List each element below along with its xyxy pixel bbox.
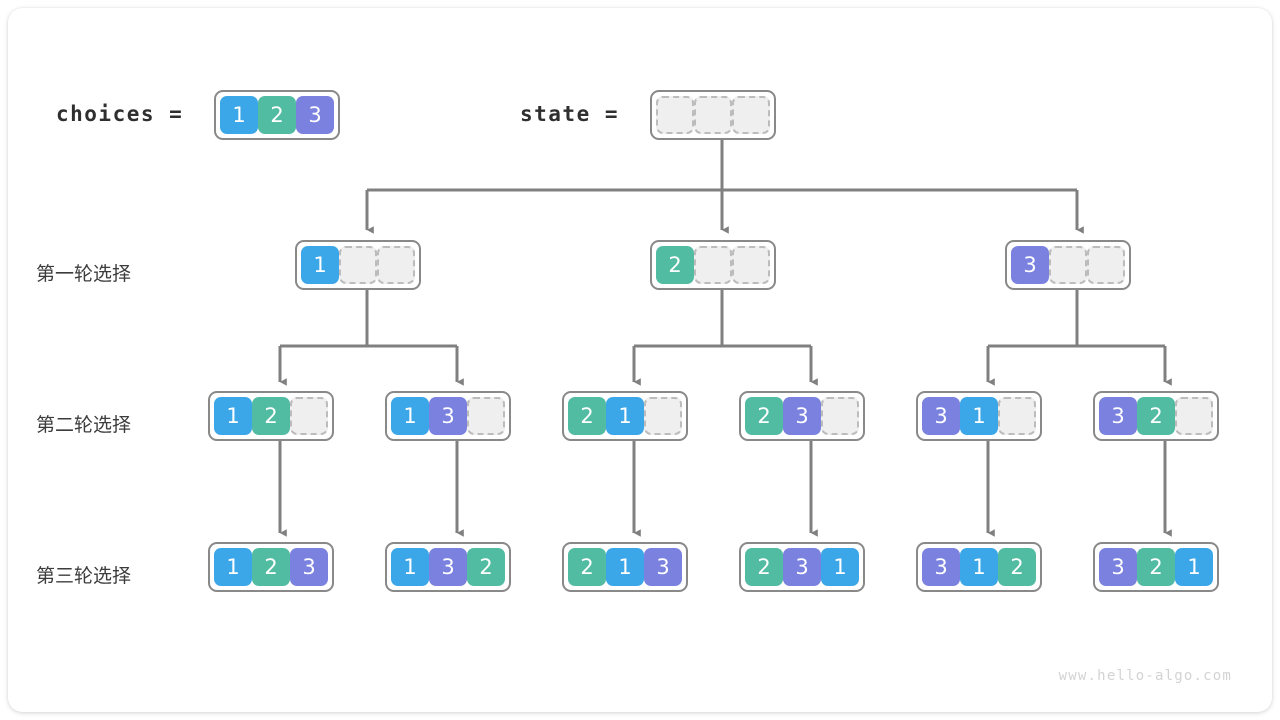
level3-node-0-cell-2: 3 xyxy=(290,548,328,586)
level2-node-2-cell-1: 1 xyxy=(606,397,644,435)
level1-node-0-cell-1 xyxy=(339,246,377,284)
level2-node-4-cell-1: 1 xyxy=(960,397,998,435)
level2-node-2-cell-0: 2 xyxy=(568,397,606,435)
state-cell-2 xyxy=(732,96,770,134)
level2-node-1-cell-0: 1 xyxy=(391,397,429,435)
level1-node-0-cell-2 xyxy=(377,246,415,284)
level3-node-4-cell-1: 1 xyxy=(960,548,998,586)
level3-node-4-cell-2: 2 xyxy=(998,548,1036,586)
level2-node-1: 1 3 xyxy=(385,391,511,441)
level2-node-0-cell-2 xyxy=(290,397,328,435)
choices-cell-0: 1 xyxy=(220,96,258,134)
level1-node-1: 2 xyxy=(650,240,776,290)
level2-node-3-cell-0: 2 xyxy=(745,397,783,435)
level2-node-1-cell-2 xyxy=(467,397,505,435)
level2-node-2-cell-2 xyxy=(644,397,682,435)
level3-node-5-cell-1: 2 xyxy=(1137,548,1175,586)
choices-cell-2: 3 xyxy=(296,96,334,134)
level3-node-2-cell-2: 3 xyxy=(644,548,682,586)
level2-node-5-cell-1: 2 xyxy=(1137,397,1175,435)
state-cell-0 xyxy=(656,96,694,134)
level1-node-2-cell-2 xyxy=(1087,246,1125,284)
level2-node-4-cell-0: 3 xyxy=(922,397,960,435)
level1-node-1-cell-0: 2 xyxy=(656,246,694,284)
level3-node-0: 1 2 3 xyxy=(208,542,334,592)
state-cell-1 xyxy=(694,96,732,134)
level3-node-5-cell-2: 1 xyxy=(1175,548,1213,586)
choices-array: 1 2 3 xyxy=(214,90,340,140)
level3-node-2-cell-0: 2 xyxy=(568,548,606,586)
watermark: www.hello-algo.com xyxy=(1058,668,1232,684)
level3-node-2-cell-1: 1 xyxy=(606,548,644,586)
row-label-round-2: 第二轮选择 xyxy=(36,414,132,436)
level1-node-1-cell-1 xyxy=(694,246,732,284)
level3-node-5: 3 2 1 xyxy=(1093,542,1219,592)
level3-node-4-cell-0: 3 xyxy=(922,548,960,586)
level1-node-2: 3 xyxy=(1005,240,1131,290)
level2-node-1-cell-1: 3 xyxy=(429,397,467,435)
level1-node-0: 1 xyxy=(295,240,421,290)
level3-node-0-cell-1: 2 xyxy=(252,548,290,586)
level2-node-4-cell-2 xyxy=(998,397,1036,435)
level3-node-4: 3 1 2 xyxy=(916,542,1042,592)
level2-node-4: 3 1 xyxy=(916,391,1042,441)
state-array xyxy=(650,90,776,140)
level1-node-0-cell-0: 1 xyxy=(301,246,339,284)
level2-node-0: 1 2 xyxy=(208,391,334,441)
level2-node-5-cell-0: 3 xyxy=(1099,397,1137,435)
level3-node-1: 1 3 2 xyxy=(385,542,511,592)
level2-node-0-cell-0: 1 xyxy=(214,397,252,435)
level3-node-3: 2 3 1 xyxy=(739,542,865,592)
choices-label: choices = xyxy=(56,102,184,126)
choices-cell-1: 2 xyxy=(258,96,296,134)
level3-node-1-cell-1: 3 xyxy=(429,548,467,586)
level1-node-2-cell-0: 3 xyxy=(1011,246,1049,284)
level3-node-3-cell-1: 3 xyxy=(783,548,821,586)
level2-node-3-cell-2 xyxy=(821,397,859,435)
level2-node-2: 2 1 xyxy=(562,391,688,441)
level1-node-1-cell-2 xyxy=(732,246,770,284)
row-label-round-1: 第一轮选择 xyxy=(36,263,132,285)
level3-node-1-cell-0: 1 xyxy=(391,548,429,586)
level3-node-1-cell-2: 2 xyxy=(467,548,505,586)
level3-node-2: 2 1 3 xyxy=(562,542,688,592)
level3-node-3-cell-0: 2 xyxy=(745,548,783,586)
state-label: state = xyxy=(520,102,620,126)
level2-node-5-cell-2 xyxy=(1175,397,1213,435)
level1-node-2-cell-1 xyxy=(1049,246,1087,284)
row-label-round-3: 第三轮选择 xyxy=(36,565,132,587)
level2-node-0-cell-1: 2 xyxy=(252,397,290,435)
diagram-stage: choices = state = 1 2 3 第一轮选择 第二轮选择 第三轮选… xyxy=(8,8,1272,712)
diagram-card: choices = state = 1 2 3 第一轮选择 第二轮选择 第三轮选… xyxy=(8,8,1272,712)
level3-node-3-cell-2: 1 xyxy=(821,548,859,586)
level3-node-0-cell-0: 1 xyxy=(214,548,252,586)
level2-node-3-cell-1: 3 xyxy=(783,397,821,435)
level2-node-5: 3 2 xyxy=(1093,391,1219,441)
connector-lines xyxy=(278,132,1172,537)
level2-node-3: 2 3 xyxy=(739,391,865,441)
level3-node-5-cell-0: 3 xyxy=(1099,548,1137,586)
